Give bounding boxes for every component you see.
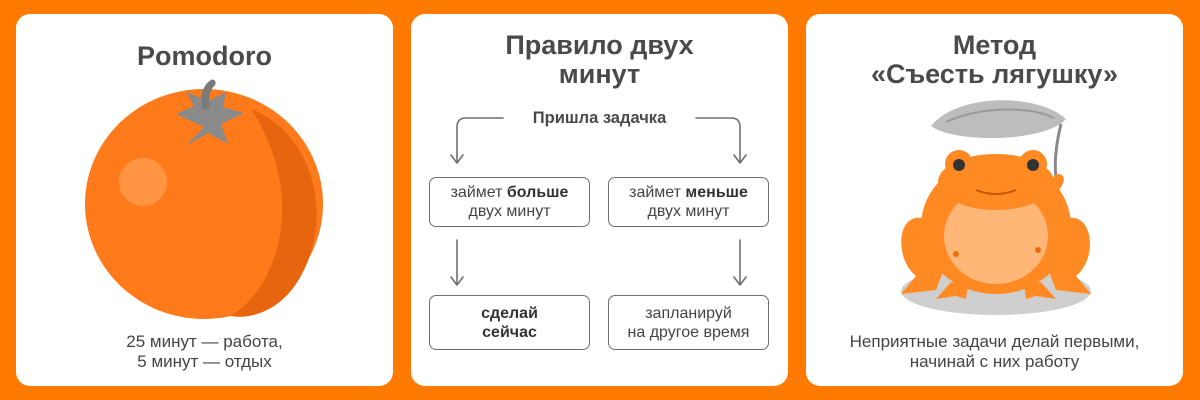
takes-more-prefix: займет [450,184,507,201]
plan-box: запланируй на другое время [608,295,769,350]
two-minute-card: Правило двух минут Пришла задачка займет… [411,14,788,386]
two-minute-title-line2: минут [558,59,641,89]
takes-less-bold: меньше [685,184,748,201]
takes-more-bold: больше [506,184,569,201]
do-now-line1: сделай [481,304,538,322]
frog-title-line2: «Съесть лягушку» [870,59,1119,89]
frog-caption-line1: Неприятные задачи делай первыми, [849,332,1140,351]
plan-line1: запланируй [645,304,732,322]
frog-caption-line2: начинай с них работу [909,352,1080,371]
plan-line2: на другое время [627,323,750,341]
pomodoro-caption-line1: 25 минут — работа, [126,332,283,351]
do-now-box: сделай сейчас [429,295,590,350]
pomodoro-caption-line2: 5 минут — отдых [137,352,272,371]
takes-more-box: займет больше двух минут [429,177,590,227]
pomodoro-card: Pomodoro 25 минут — работа, 5 минут — от… [16,14,393,386]
takes-more-line2: двух минут [468,203,551,220]
frog-title-line1: Метод [952,30,1037,60]
do-now-line2: сейчас [482,323,537,341]
takes-less-line2: двух минут [647,203,730,220]
frog-illustration [901,100,1091,315]
flow-arrows [450,117,747,286]
two-minute-title-line1: Правило двух [505,30,694,60]
task-arrived-label: Пришла задачка [411,109,788,128]
takes-less-box: займет меньше двух минут [608,177,769,227]
pomodoro-title: Pomodoro [137,41,272,71]
frog-card: Метод «Съесть лягушку» [806,14,1183,386]
tomato-illustration [85,79,323,319]
takes-less-prefix: займет [629,184,686,201]
